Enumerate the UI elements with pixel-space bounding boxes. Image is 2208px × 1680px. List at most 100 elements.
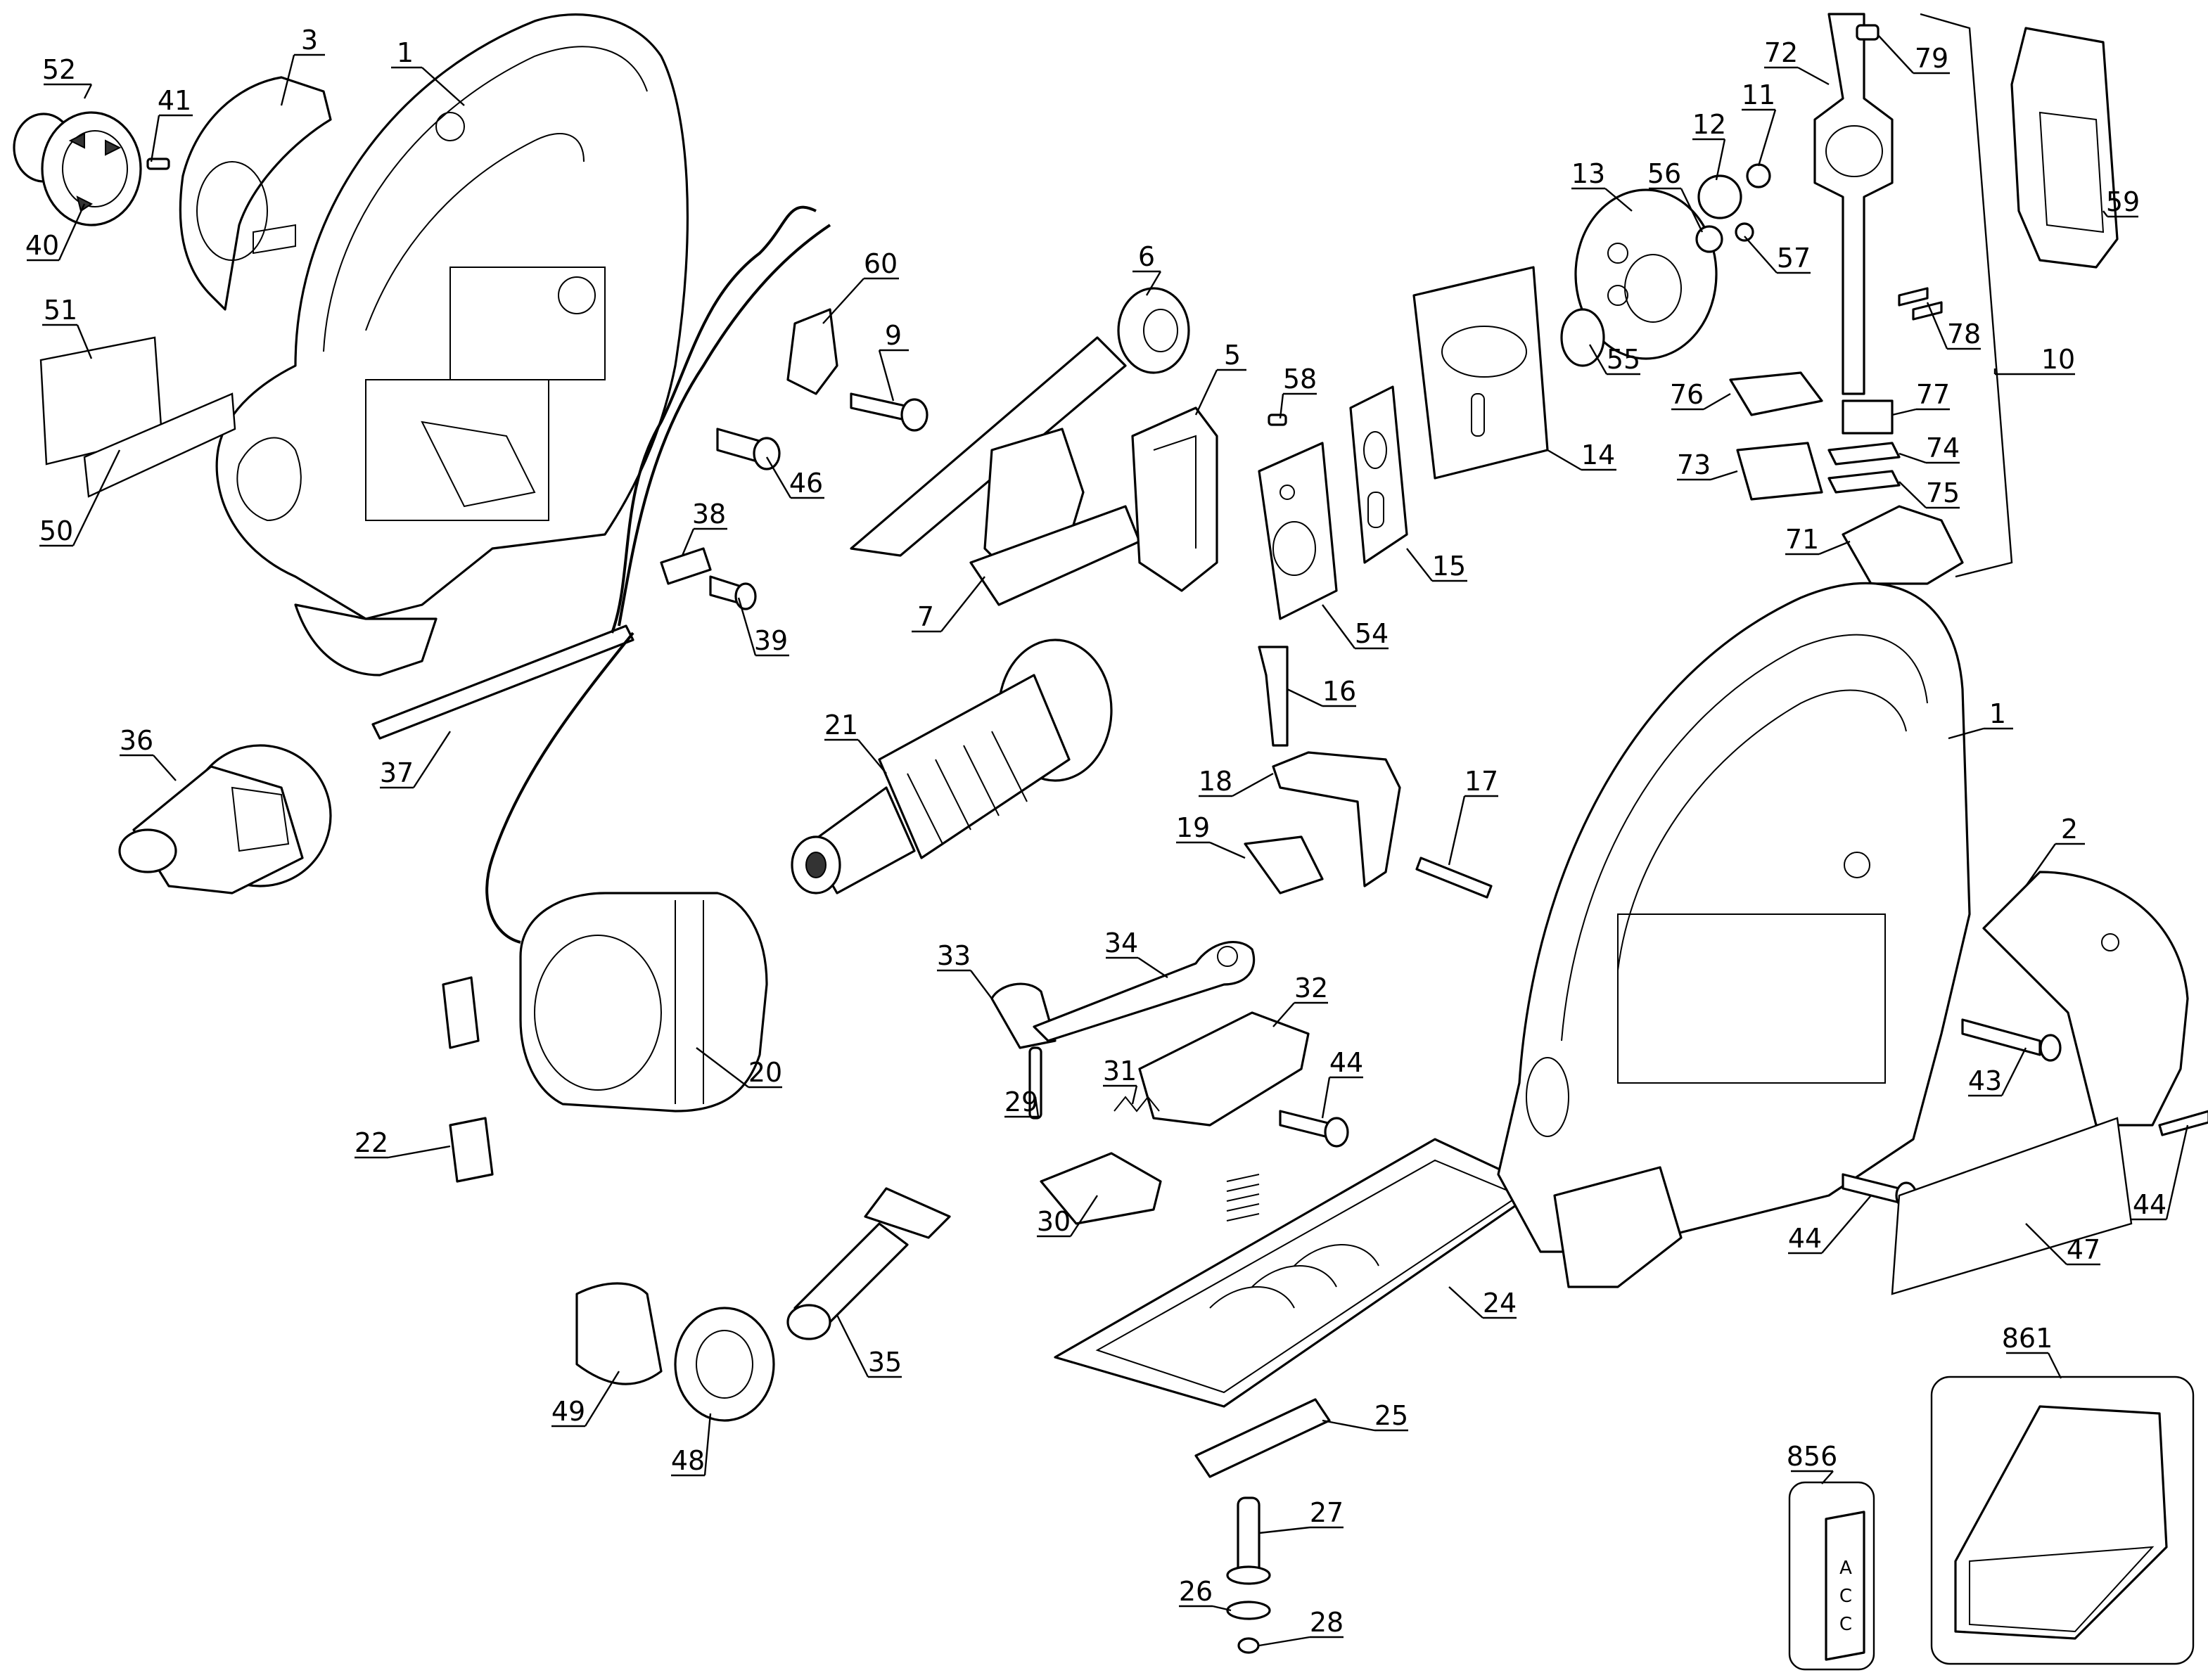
- part-37-tube-and-wires: [371, 205, 831, 944]
- part-29-pin: [1028, 1046, 1042, 1120]
- callout-leader: [1744, 236, 1778, 274]
- callout-leader: [822, 278, 864, 324]
- callout-number: 33: [937, 940, 971, 971]
- callout-74: 74: [1899, 432, 1960, 464]
- callout-leader: [1448, 795, 1466, 866]
- part-11-washer: [1746, 163, 1771, 188]
- callout-51: 51: [42, 295, 93, 359]
- callout-60: 60: [822, 248, 899, 324]
- part-38-bracket: [660, 547, 712, 585]
- callout-leader: [1232, 772, 1274, 797]
- callout-number: 73: [1677, 449, 1711, 480]
- callout-leader: [1757, 109, 1777, 167]
- callout-number: 77: [1916, 379, 1950, 410]
- callout-number: 2: [2061, 814, 2078, 845]
- callout-15: 15: [1406, 548, 1467, 582]
- callout-number: 17: [1464, 766, 1498, 797]
- case-letter-1: A: [1839, 1558, 1852, 1579]
- callout-leader: [1258, 1526, 1310, 1534]
- callout-leader: [1272, 1002, 1295, 1027]
- callout-leader: [150, 115, 160, 162]
- callout-leader: [1821, 1195, 1872, 1254]
- callout-78: 78: [1926, 302, 1981, 350]
- callout-12: 12: [1692, 109, 1726, 181]
- callout-leader: [2047, 1352, 2062, 1379]
- callout-leader: [2000, 1047, 2027, 1096]
- callout-73: 73: [1677, 449, 1738, 481]
- part-59-guard: [2010, 27, 2119, 269]
- callout-leader: [1899, 452, 1927, 464]
- callout-leader: [1212, 1605, 1232, 1612]
- part-32-bracket: [1138, 1011, 1310, 1127]
- part-78-screws: [1898, 287, 1943, 321]
- callout-number: 15: [1432, 551, 1466, 582]
- callout-leader: [1287, 688, 1323, 707]
- callout-number: 36: [120, 725, 153, 756]
- callout-leader: [878, 350, 895, 402]
- callout-40: 40: [25, 203, 86, 262]
- callout-33: 33: [937, 940, 993, 999]
- part-7-switch: [969, 428, 1141, 606]
- callout-leader: [1715, 139, 1726, 181]
- callout-38: 38: [681, 499, 727, 556]
- callout-57: 57: [1744, 236, 1811, 274]
- part-14-plate: [1412, 266, 1549, 480]
- callout-number: 35: [868, 1347, 902, 1378]
- part-12-pinion: [1697, 174, 1742, 219]
- callout-13: 13: [1571, 158, 1633, 212]
- callout-number: 856: [1787, 1441, 1838, 1472]
- part-spring: [1226, 1174, 1260, 1221]
- callout-number: 79: [1915, 43, 1948, 74]
- callout-number: 41: [158, 85, 191, 116]
- callout-leader: [1926, 302, 1948, 350]
- part-17-pin: [1415, 857, 1493, 899]
- part-9-screw: [850, 392, 928, 432]
- callout-number: 59: [2106, 186, 2140, 217]
- part-44-screw-a: [1279, 1110, 1349, 1148]
- callout-number: 37: [380, 757, 414, 788]
- callout-32: 32: [1272, 973, 1328, 1027]
- part-71-clamp: [1842, 505, 1964, 585]
- part-26-washer: [1226, 1601, 1271, 1620]
- case-letter-3: C: [1839, 1614, 1853, 1635]
- callout-number: 50: [39, 515, 73, 546]
- callout-number: 19: [1176, 812, 1210, 843]
- callout-75: 75: [1899, 477, 1960, 509]
- callout-leader: [72, 449, 121, 546]
- part-30-roller: [1040, 1152, 1162, 1225]
- callout-number: 30: [1037, 1206, 1071, 1237]
- callout-number: 32: [1294, 973, 1328, 1003]
- callout-56: 56: [1647, 158, 1704, 233]
- callout-number: 60: [864, 248, 898, 279]
- part-34-lever-arm: [1033, 941, 1256, 1042]
- callout-number: 29: [1004, 1086, 1038, 1117]
- part-27-screw: [1226, 1496, 1271, 1585]
- callout-52: 52: [42, 54, 93, 99]
- callout-number: 74: [1926, 432, 1960, 463]
- part-6-bearing-and-plate: [850, 287, 1190, 557]
- callout-49: 49: [551, 1371, 620, 1428]
- callout-number: 18: [1199, 766, 1232, 797]
- callout-number: 5: [1224, 340, 1241, 371]
- part-13-gear: [1574, 188, 1718, 360]
- part-48-adapter: [674, 1307, 775, 1422]
- part-50-label-sticker: [83, 392, 236, 498]
- callout-leader: [681, 528, 695, 556]
- callout-leader: [1322, 604, 1355, 649]
- callout-number: 28: [1310, 1607, 1344, 1638]
- callout-leader: [1797, 66, 1830, 86]
- part-54-block: [1258, 442, 1338, 620]
- callout-number: 10: [2041, 344, 2075, 375]
- part-41-pin: [146, 158, 170, 170]
- callout-number: 12: [1692, 109, 1726, 140]
- callout-leader: [857, 739, 887, 774]
- callout-number: 75: [1926, 477, 1960, 508]
- callout-leader: [412, 731, 452, 788]
- callout-leader: [1948, 727, 1984, 740]
- callout-50: 50: [39, 449, 121, 547]
- callout-leader: [2165, 1124, 2189, 1220]
- callout-leader: [388, 1145, 451, 1159]
- callout-25: 25: [1322, 1400, 1408, 1432]
